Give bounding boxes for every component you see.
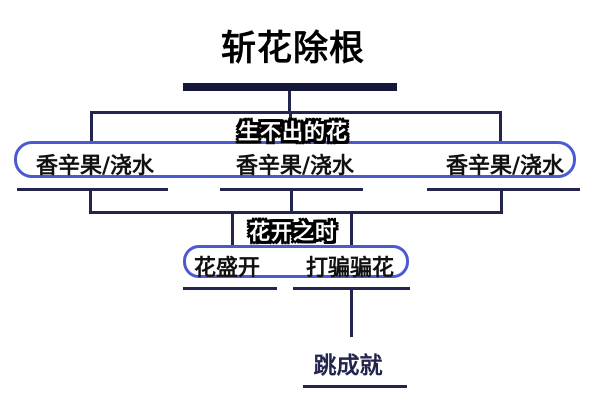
gen1-drop-center bbox=[289, 111, 292, 143]
gen2-node-1-underline bbox=[183, 287, 277, 290]
gen1-sibling-rail bbox=[90, 111, 502, 114]
gen1-node-3-underline bbox=[427, 188, 580, 191]
diagram-title: 斩花除根 bbox=[220, 29, 365, 69]
gen1-drop-right bbox=[499, 111, 502, 143]
gen2-node-2: 打骗骗花 bbox=[305, 256, 394, 281]
root-drop-connector bbox=[288, 91, 291, 113]
gen2-drop-right bbox=[350, 212, 353, 246]
gen1-node-3: 香辛果/浇水 bbox=[445, 154, 565, 179]
generation2-box bbox=[183, 245, 409, 278]
gen1-drop-left bbox=[90, 111, 93, 143]
gen1-node-2-tick bbox=[290, 189, 293, 213]
generation2-group-label: 花开之时 bbox=[249, 220, 337, 244]
generation1-box bbox=[14, 141, 576, 178]
gen1-node-1-tick bbox=[89, 189, 92, 213]
gen2-union-rail bbox=[89, 211, 503, 214]
gen1-node-3-tick bbox=[500, 189, 503, 213]
gen1-node-1-underline bbox=[17, 188, 168, 191]
gen3-node-1-underline bbox=[303, 385, 407, 388]
gen2-node-2-underline bbox=[293, 287, 410, 290]
generation1-group-label: 生不出的花 bbox=[238, 120, 348, 144]
gen1-node-2: 香辛果/浇水 bbox=[235, 154, 355, 179]
gen3-drop-connector bbox=[350, 289, 353, 337]
gen3-node-1: 跳成就 bbox=[313, 353, 383, 379]
gen1-node-1: 香辛果/浇水 bbox=[35, 154, 155, 179]
root-union-bar bbox=[183, 83, 397, 91]
gen2-node-1: 花盛开 bbox=[193, 256, 260, 281]
gen2-drop-left bbox=[231, 212, 234, 246]
